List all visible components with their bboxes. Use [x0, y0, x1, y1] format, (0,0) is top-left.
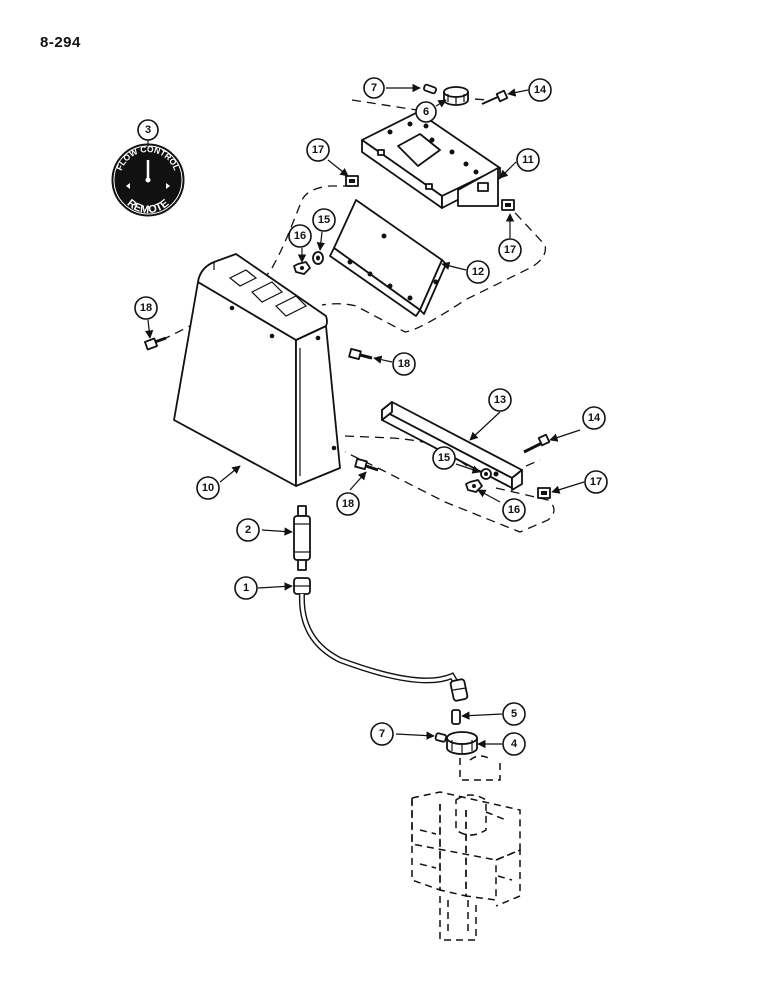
callout-6: 6 — [415, 101, 437, 123]
callout-10: 10 — [196, 476, 220, 500]
callout-label: 17 — [504, 244, 516, 256]
callout-label: 11 — [522, 154, 534, 166]
callout-18: 18 — [134, 296, 158, 320]
callouts: 3 7 6 14 17 11 16 15 17 12 18 18 13 14 1… — [134, 77, 608, 756]
callout-15: 15 — [312, 208, 336, 232]
callout-18: 18 — [392, 352, 416, 376]
callout-label: 10 — [202, 482, 214, 494]
decal-bottom-text: REMOTE — [125, 197, 171, 216]
callout-label: 12 — [472, 266, 484, 278]
callout-label: 5 — [511, 708, 517, 720]
svg-text:REMOTE: REMOTE — [125, 197, 171, 216]
control-valve-phantom — [411, 755, 521, 941]
callout-15: 15 — [432, 446, 456, 470]
callout-3: 3 — [137, 119, 159, 141]
callout-14: 14 — [528, 78, 552, 102]
callout-label: 4 — [511, 738, 518, 750]
callout-label: 17 — [590, 476, 602, 488]
callout-label: 6 — [423, 106, 429, 118]
callout-label: 14 — [588, 412, 601, 424]
callout-label: 7 — [371, 82, 377, 94]
callout-label: 14 — [534, 84, 547, 96]
callout-17: 17 — [306, 138, 330, 162]
flow-control-decal: FLOW CONTROL REMOTE — [111, 143, 185, 217]
callout-label: 3 — [145, 124, 151, 136]
callout-18: 18 — [336, 492, 360, 516]
callout-17: 17 — [584, 470, 608, 494]
callout-14: 14 — [582, 406, 606, 430]
callout-11: 11 — [516, 148, 540, 172]
callout-label: 16 — [508, 504, 520, 516]
callout-label: 15 — [438, 452, 450, 464]
page-number: 8-294 — [40, 34, 81, 51]
callout-label: 18 — [398, 358, 410, 370]
hardware — [144, 83, 551, 499]
callout-label: 1 — [243, 582, 249, 594]
callout-17: 17 — [498, 238, 522, 262]
leader-lines — [144, 83, 585, 749]
callout-label: 13 — [494, 394, 506, 406]
console-cover-10 — [173, 253, 341, 487]
callout-label: 7 — [379, 728, 385, 740]
callout-7: 7 — [370, 722, 394, 746]
callout-7: 7 — [363, 77, 385, 99]
callout-label: 17 — [312, 144, 324, 156]
upper-bracket-11 — [361, 111, 501, 209]
callout-1: 1 — [234, 576, 258, 600]
callout-16: 16 — [502, 498, 526, 522]
adapter-and-cable — [293, 505, 469, 702]
callout-label: 15 — [318, 214, 330, 226]
callout-16: 16 — [288, 224, 312, 248]
lower-bracket-13 — [381, 401, 523, 491]
callout-label: 18 — [140, 302, 152, 314]
callout-2: 2 — [236, 518, 260, 542]
callout-label: 2 — [245, 524, 251, 536]
callout-13: 13 — [488, 388, 512, 412]
callout-4: 4 — [502, 732, 526, 756]
angle-bracket-12 — [329, 199, 447, 317]
callout-label: 16 — [294, 230, 306, 242]
lower-knob-assembly — [434, 709, 478, 755]
callout-5: 5 — [502, 702, 526, 726]
callout-label: 18 — [342, 498, 354, 510]
callout-12: 12 — [466, 260, 490, 284]
